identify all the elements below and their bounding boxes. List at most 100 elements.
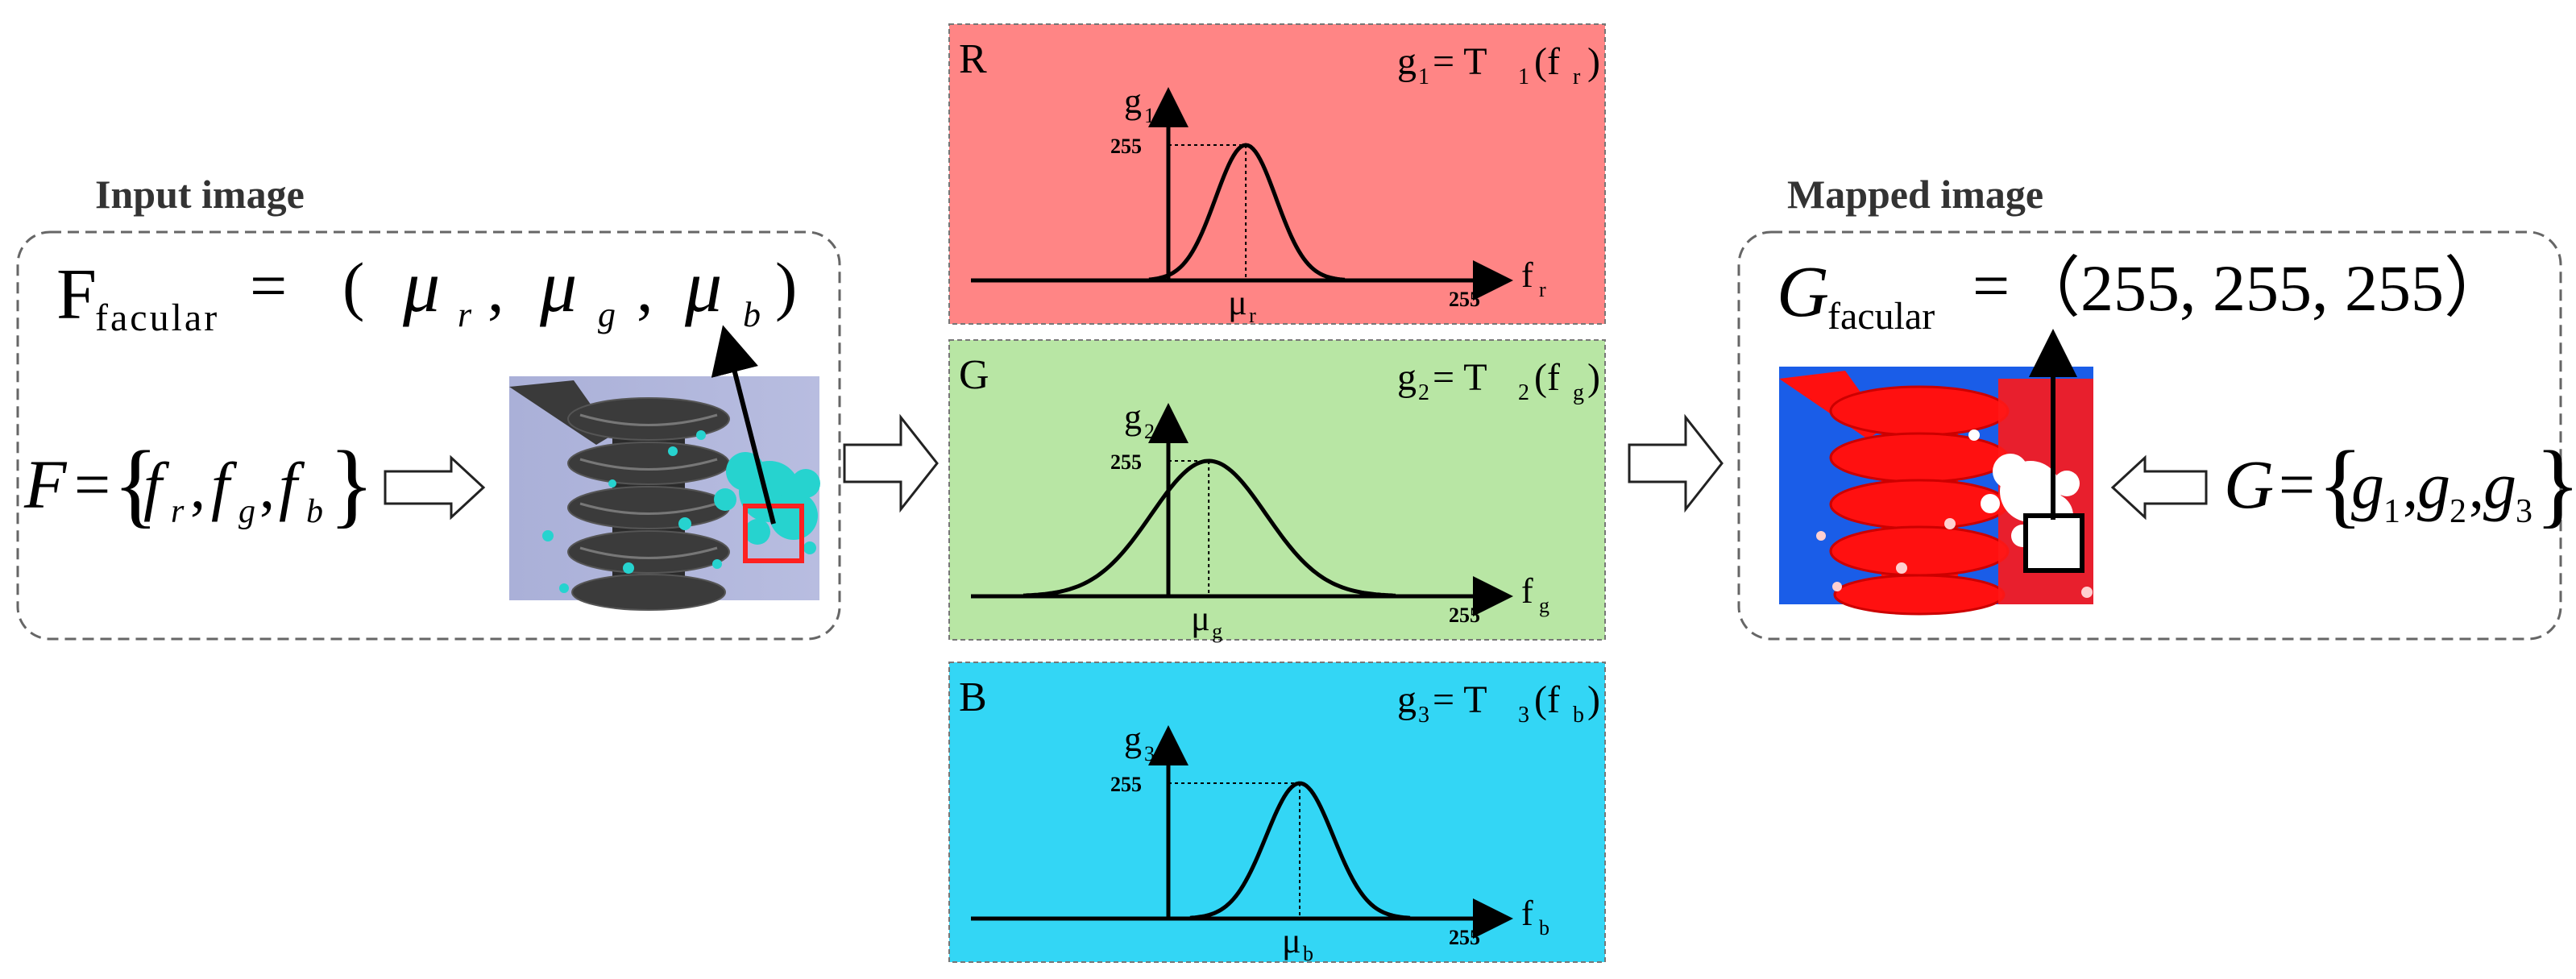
mapped-set-comma-1: , xyxy=(2403,454,2418,521)
input-comma-1: , xyxy=(487,252,504,326)
input-formula-close: ) xyxy=(775,249,797,322)
input-set-f3-sub: b xyxy=(306,493,323,530)
input-box xyxy=(16,230,841,641)
panel-y-name: g xyxy=(1124,720,1142,759)
panel-y-name: g xyxy=(1124,81,1142,121)
panel-y-sub: 1 xyxy=(1144,104,1155,127)
panel-channel-label: R xyxy=(959,36,987,82)
panel-eq-g: g xyxy=(1397,40,1417,83)
input-mu-g: μ xyxy=(539,245,577,327)
input-set-lhs: F xyxy=(23,446,68,523)
input-set-f1: f xyxy=(143,449,170,522)
panel-eq-open: (f xyxy=(1534,356,1560,399)
panel-x-name: f xyxy=(1521,894,1533,933)
input-mu-b: μ xyxy=(684,245,722,327)
panel-mu-label: μ xyxy=(1282,921,1301,960)
panel-ymax-label: 255 xyxy=(1110,450,1142,474)
input-formula-eq: = xyxy=(250,249,287,322)
mapped-set-g3: g xyxy=(2483,449,2516,522)
input-mu-g-sub: g xyxy=(598,295,616,334)
input-title: Input image xyxy=(95,172,305,217)
mapped-set-g3-sub: 3 xyxy=(2516,493,2532,530)
input-set-f2: f xyxy=(211,449,238,522)
panel-eq-tsub: 1 xyxy=(1518,64,1529,89)
mapped-photo xyxy=(1779,367,2093,616)
panel-eq-gsub: 2 xyxy=(1418,380,1429,405)
hollow-arrow-mapped xyxy=(2110,454,2208,521)
mapped-set-g1-sub: 1 xyxy=(2383,493,2400,530)
panel-eq-g: g xyxy=(1397,356,1417,399)
mapped-box xyxy=(1737,230,2562,641)
mapped-formula-G: G xyxy=(1777,252,1829,332)
panel-mu-sub: b xyxy=(1303,942,1313,965)
input-photo xyxy=(509,376,820,611)
input-formula-sub: facular xyxy=(95,297,219,339)
hollow-arrow-input xyxy=(384,454,486,521)
panel-mu-sub: g xyxy=(1212,620,1222,643)
input-set: F = { f r , f g , f b } xyxy=(23,431,375,537)
panel-eq-open: (f xyxy=(1534,678,1560,721)
panel-x-sub: g xyxy=(1539,594,1549,617)
panel-eq-close: ) xyxy=(1587,356,1600,399)
panel-x-sub: b xyxy=(1539,916,1549,940)
mapped-formula-eq: = xyxy=(1972,249,2010,322)
mapped-set-g1: g xyxy=(2351,449,2384,522)
panel-x-name: f xyxy=(1521,255,1533,295)
mapped-set-brace-open: { xyxy=(2317,431,2363,537)
panel-mu-sub: r xyxy=(1249,304,1256,327)
panel-mu-label: μ xyxy=(1228,283,1247,322)
mapped-set-lhs: G xyxy=(2224,446,2274,523)
panel-ymax-label: 255 xyxy=(1110,773,1142,796)
input-mu-r: μ xyxy=(402,245,440,327)
panel-eq-fsub: g xyxy=(1573,380,1584,405)
mapped-facula-selection xyxy=(2023,513,2084,573)
panel-y-name: g xyxy=(1124,397,1142,437)
panel-eq-g: g xyxy=(1397,678,1417,721)
input-set-f3: f xyxy=(279,449,305,522)
panel-eq-fsub: b xyxy=(1573,703,1584,728)
mapped-set-eq: = xyxy=(2279,450,2315,521)
input-set-f1-sub: r xyxy=(171,493,185,530)
mapped-formula: G facular = （255, 255, 255） xyxy=(1777,249,2510,338)
input-mu-b-sub: b xyxy=(743,295,761,334)
panel-eq-tsub: 2 xyxy=(1518,380,1529,405)
panel-eq-gsub: 3 xyxy=(1418,703,1429,728)
mapped-set-g2: g xyxy=(2417,449,2450,522)
panel-channel-label: G xyxy=(959,352,989,398)
mapped-formula-sub: facular xyxy=(1827,295,1935,338)
panel-xmax-label: 255 xyxy=(1449,604,1480,627)
input-pointer-arrow xyxy=(711,325,776,525)
input-set-brace-open: { xyxy=(113,431,159,537)
panel-eq-gsub: 1 xyxy=(1418,64,1429,89)
panel-xmax-label: 255 xyxy=(1449,926,1480,949)
input-comma-2: , xyxy=(637,252,653,326)
panel-x-name: f xyxy=(1521,571,1533,611)
panel-eq-mid: = T xyxy=(1433,678,1487,721)
input-formula-open: ( xyxy=(342,249,364,322)
panel-eq-mid: = T xyxy=(1433,356,1487,399)
mapped-set-comma-2: , xyxy=(2469,454,2484,521)
panel-y-sub: 2 xyxy=(1144,420,1155,443)
input-formula: F facular = ( μ r , μ g , μ b ) xyxy=(56,245,797,339)
input-set-eq: = xyxy=(74,450,110,521)
input-set-f2-sub: g xyxy=(239,493,255,530)
mapped-set: G = { g 1 , g 2 , g 3 } xyxy=(2224,431,2576,537)
input-formula-F: F xyxy=(56,255,97,334)
mapped-set-brace-close: } xyxy=(2535,431,2576,537)
panel-channel-label: B xyxy=(959,674,987,720)
panel-xmax-label: 255 xyxy=(1449,288,1480,311)
mapped-title: Mapped image xyxy=(1787,172,2043,217)
panel-x-sub: r xyxy=(1539,278,1546,301)
input-mu-r-sub: r xyxy=(458,295,472,334)
input-set-comma-1: , xyxy=(190,454,205,521)
input-set-comma-2: , xyxy=(259,454,275,521)
panel-eq-close: ) xyxy=(1587,40,1600,83)
panel-ymax-label: 255 xyxy=(1110,135,1142,158)
input-facula-selection xyxy=(743,504,804,563)
mapped-set-g2-sub: 2 xyxy=(2449,493,2466,530)
